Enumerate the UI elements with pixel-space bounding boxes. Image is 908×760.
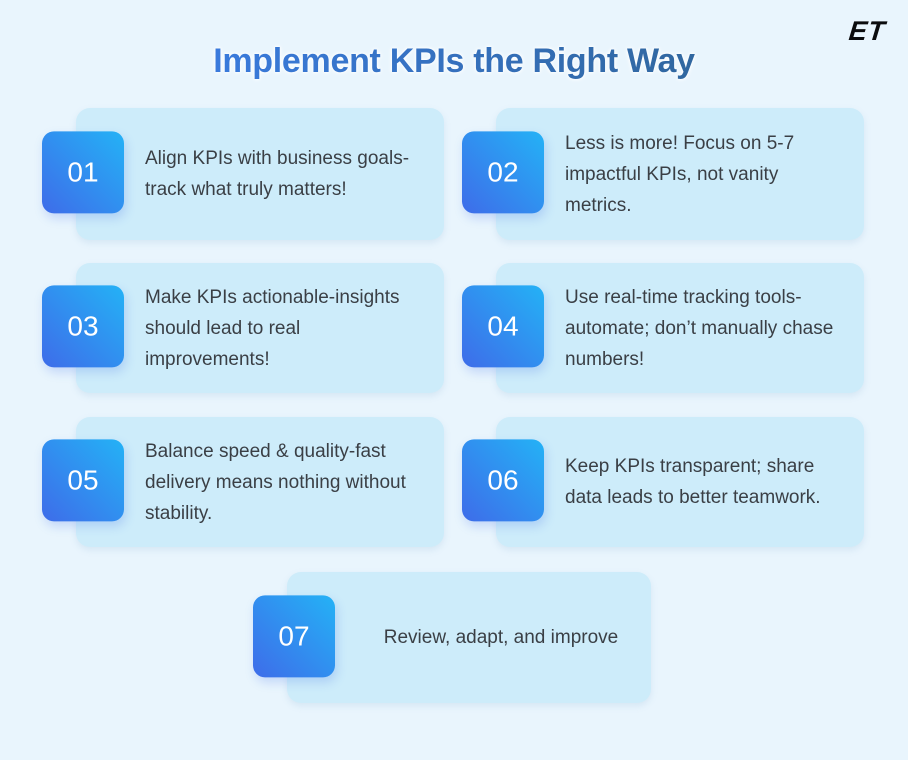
kpi-card-1: 01 Align KPIs with business goals-track … [42, 108, 444, 240]
kpi-tip-text: Balance speed & quality-fast delivery me… [145, 440, 406, 524]
step-number-badge: 03 [42, 285, 124, 368]
step-number-badge: 02 [462, 131, 544, 214]
kpi-tip-text: Keep KPIs transparent; share data leads … [565, 456, 821, 508]
kpi-card-7: 07 Review, adapt, and improve [253, 572, 651, 703]
kpi-tip-text: Less is more! Focus on 5-7 impactful KPI… [565, 132, 795, 216]
kpi-card-text: Keep KPIs transparent; share data leads … [565, 417, 850, 547]
kpi-card-4: 04 Use real-time tracking tools-automate… [462, 263, 864, 393]
kpi-card-text: Less is more! Focus on 5-7 impactful KPI… [565, 108, 850, 240]
kpi-card-2: 02 Less is more! Focus on 5-7 impactful … [462, 108, 864, 240]
kpi-card-6: 06 Keep KPIs transparent; share data lea… [462, 417, 864, 547]
kpi-tip-text: Make KPIs actionable-insights should lea… [145, 286, 400, 370]
kpi-tip-text: Review, adapt, and improve [383, 627, 619, 648]
kpi-card-text: Make KPIs actionable-insights should lea… [145, 263, 430, 393]
kpi-card-text: Balance speed & quality-fast delivery me… [145, 417, 430, 547]
step-number-badge: 04 [462, 285, 544, 368]
step-number-badge: 01 [42, 131, 124, 214]
kpi-card-text: Review, adapt, and improve [365, 572, 637, 703]
kpi-card-text: Use real-time tracking tools-automate; d… [565, 263, 850, 393]
step-number-badge: 07 [253, 594, 335, 677]
kpi-tip-text: Align KPIs with business goals-track wha… [145, 148, 410, 200]
kpi-card-text: Align KPIs with business goals-track wha… [145, 108, 430, 240]
kpi-tip-text: Use real-time tracking tools-automate; d… [565, 286, 834, 370]
page-title: Implement KPIs the Right Way [0, 42, 908, 81]
kpi-card-3: 03 Make KPIs actionable-insights should … [42, 263, 444, 393]
kpi-card-5: 05 Balance speed & quality-fast delivery… [42, 417, 444, 547]
step-number-badge: 05 [42, 439, 124, 522]
step-number-badge: 06 [462, 439, 544, 522]
